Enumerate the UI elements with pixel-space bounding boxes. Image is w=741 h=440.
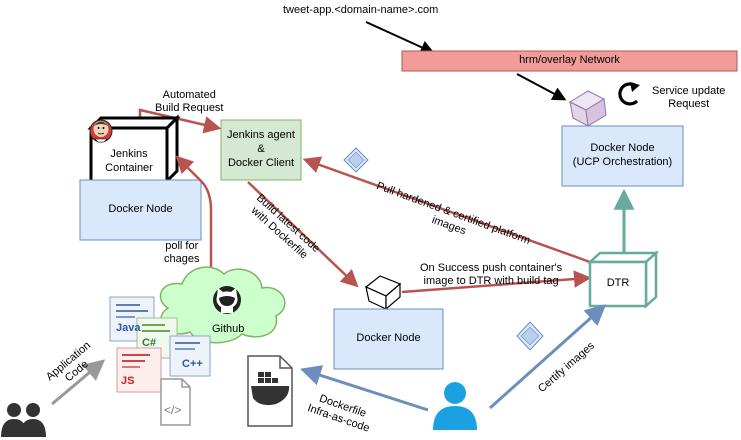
arrow-application-code <box>51 359 106 406</box>
automated-build-line1: Automated <box>162 89 216 101</box>
arrow-push <box>401 270 592 294</box>
jenkins-agent-line2: & <box>257 143 265 156</box>
jenkins-container-line1: Jenkins <box>110 148 148 161</box>
poll-line1: poll for <box>165 240 199 252</box>
arrow-network-to-service <box>516 73 567 101</box>
network-label: hrm/overlay Network <box>519 54 620 67</box>
ucp-node-line2: (UCP Orchestration) <box>572 156 673 168</box>
arrow-domain-to-network <box>365 21 435 54</box>
docker-node-left-box <box>79 179 202 241</box>
network-bar <box>401 50 738 72</box>
push-line2: image to DTR with build tag <box>423 274 559 287</box>
automated-build-line2: Build Request <box>155 101 224 114</box>
jenkins-agent-box <box>220 119 302 181</box>
refresh-icon <box>618 82 640 106</box>
github-logo-icon <box>213 286 241 314</box>
code-document-icon <box>160 378 191 426</box>
js-label: JS <box>121 375 135 387</box>
poll-line2: chages <box>164 252 200 265</box>
user-icon <box>433 382 477 430</box>
image-square-icon <box>343 147 369 173</box>
certified-image-icon <box>516 321 544 351</box>
container-cube-icon <box>364 275 402 311</box>
push-line1: On Success push container's <box>420 262 563 274</box>
jenkins-agent-label: Jenkins agent & Docker Client <box>221 120 301 180</box>
push-label: On Success push container's image to DTR… <box>420 262 562 287</box>
dockerfile-icon <box>247 355 293 427</box>
service-update-line2: Request <box>668 97 710 110</box>
arrow-pull-images <box>302 156 591 264</box>
code-tag-label: </> <box>164 403 182 417</box>
jenkins-logo-icon <box>89 119 113 143</box>
service-update-line1: Service update <box>652 85 726 97</box>
users-icon <box>1 403 46 437</box>
arrow-poll <box>175 155 213 270</box>
code-files-icons <box>109 296 211 393</box>
cpp-label: C++ <box>182 358 203 370</box>
automated-build-label: Automated Build Request <box>155 89 224 114</box>
java-label: Java <box>116 322 141 334</box>
csharp-label: C# <box>142 337 157 349</box>
docker-node-bottom-label: Docker Node <box>356 332 421 345</box>
poll-label: poll for chages <box>164 240 199 265</box>
domain-label: tweet-app.<domain-name>.com <box>283 4 439 16</box>
dtr-label: DTR <box>606 277 630 290</box>
arrow-certify <box>489 304 607 410</box>
ucp-node-line1: Docker Node <box>590 142 655 155</box>
jenkins-container-label: Jenkins Container <box>93 147 165 177</box>
jenkins-agent-line1: Jenkins agent <box>227 129 295 142</box>
dtr-box <box>586 250 660 309</box>
service-update-label: Service update Request <box>652 85 725 110</box>
jenkins-agent-line3: Docker Client <box>227 156 295 169</box>
docker-node-bottom-box <box>333 308 444 370</box>
service-cube-icon <box>568 90 607 127</box>
docker-node-left-label: Docker Node <box>108 203 173 216</box>
github-label: Github <box>212 323 245 335</box>
ucp-node-box <box>561 125 684 187</box>
ucp-node-label: Docker Node (UCP Orchestration) <box>562 126 683 186</box>
jenkins-container-line2: Container <box>105 162 153 174</box>
arrow-build <box>247 181 359 288</box>
arrow-dockerfile <box>300 365 429 412</box>
